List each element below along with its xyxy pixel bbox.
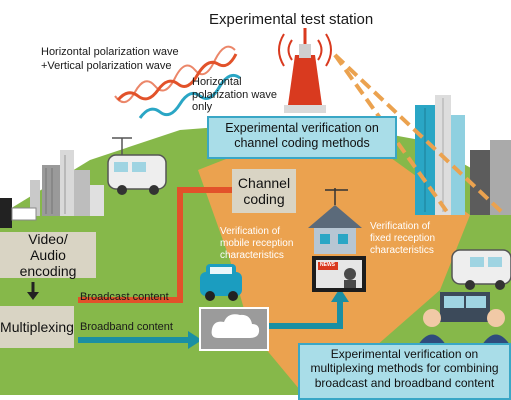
right-city-buildings	[415, 95, 511, 215]
video-audio-encoding-box: Video/ Audio encoding	[0, 231, 96, 279]
diagram-title: Experimental test station	[209, 11, 374, 28]
broadband-content-label: Broadband content	[80, 321, 173, 333]
broadcast-tower	[278, 28, 332, 113]
broadcast-beams	[333, 53, 507, 232]
channel-coding-box: Channel coding	[232, 169, 296, 213]
tv-icon	[312, 256, 366, 292]
broadband-arrow-head	[188, 331, 202, 349]
polarization-waves	[114, 45, 241, 119]
cloud-icon	[199, 307, 269, 351]
tv-sign-text: NEWS	[320, 262, 335, 268]
broadcast-content-label: Broadcast content	[80, 291, 169, 303]
cloud-to-house-arrow	[268, 300, 343, 329]
researchers-icon	[418, 292, 510, 345]
house-icon	[308, 188, 362, 254]
broadcast-arrow	[78, 187, 232, 303]
car-icon	[200, 264, 242, 301]
wave-label-hv-line1: Horizontal polarization wave	[41, 46, 179, 58]
bus-left	[107, 137, 167, 195]
bus-right	[451, 249, 511, 290]
down-arrow	[27, 282, 39, 300]
multiplexing-verification-box: Experimental verification on multiplexin…	[298, 343, 511, 400]
fixed-reception-note: Verification of fixed reception characte…	[370, 221, 436, 256]
mobile-reception-note: Verification of mobile reception charact…	[220, 226, 294, 261]
multiplexing-box: Multiplexing	[0, 306, 74, 348]
wave-label-h-only: Horizontal polarization wave only	[192, 76, 277, 114]
left-city-buildings	[0, 150, 104, 228]
wave-label-hv-line2: +Vertical polarization wave	[41, 60, 172, 72]
channel-coding-verification-box: Experimental verification on channel cod…	[207, 116, 397, 159]
